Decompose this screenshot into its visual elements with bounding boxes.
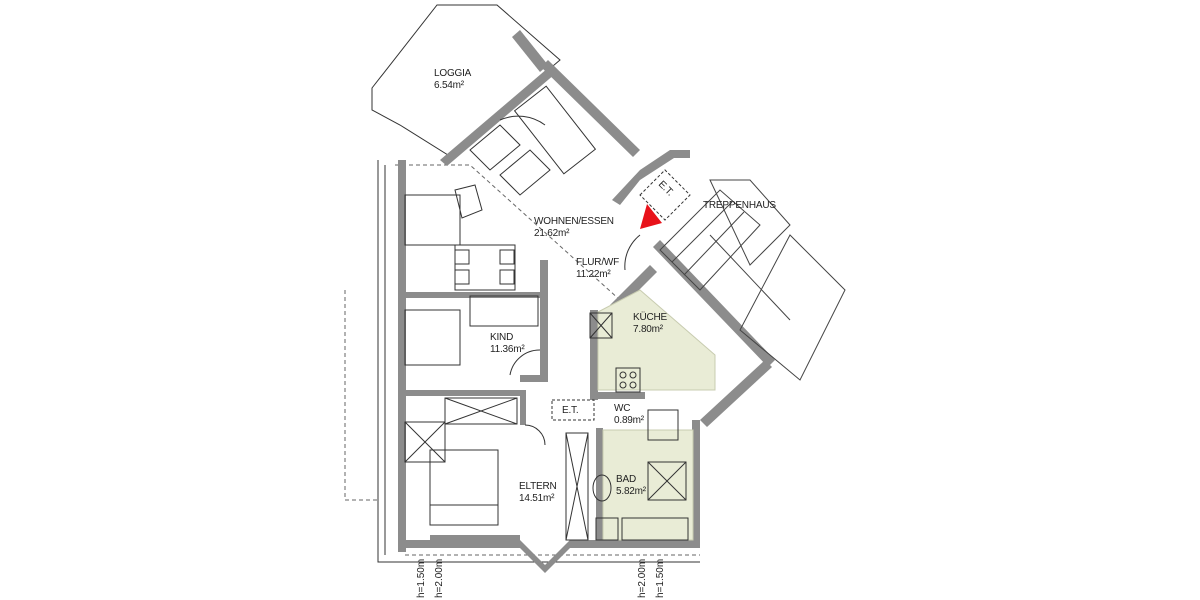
et-label: E.T. (562, 405, 579, 416)
height-label: h=2.00m (434, 558, 445, 598)
balcony-line (377, 160, 700, 563)
furniture (404, 85, 846, 541)
dashed-line (344, 290, 378, 501)
dashed-line (395, 164, 641, 331)
entrance-arrow-icon (640, 204, 662, 229)
stair-label: TREPPENHAUS (703, 200, 776, 211)
height-label: h=1.50m (416, 558, 427, 598)
height-label: h=1.50m (655, 558, 666, 598)
height-label: h=2.00m (637, 558, 648, 598)
walls (398, 30, 775, 573)
